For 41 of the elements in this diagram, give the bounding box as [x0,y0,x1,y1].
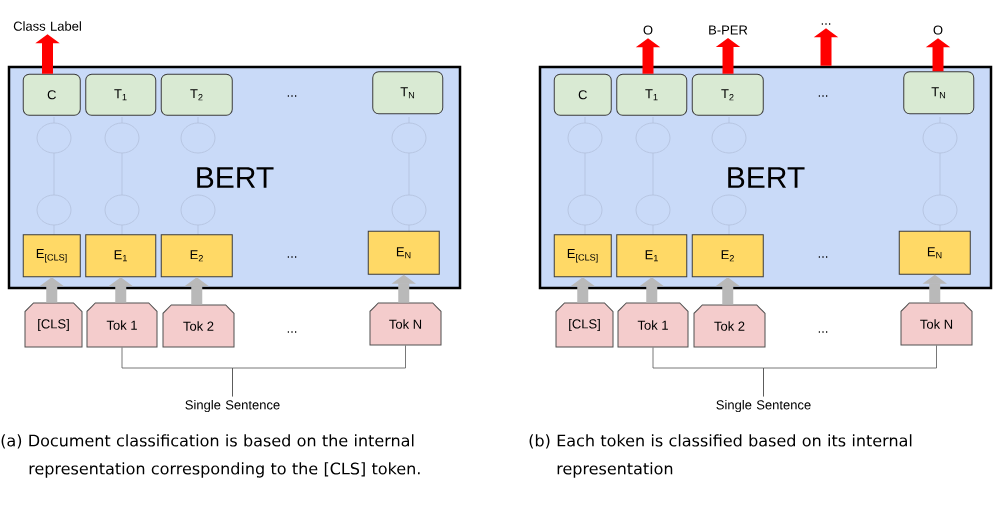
embedding-box: E$_{1}$ [616,234,688,278]
ellipsis: ... [818,331,828,333]
output-box: T$_{1}$ [616,73,688,116]
ellipsis: ... [818,256,828,258]
text-label: O [643,25,653,35]
embedding-box: E$_{N}$ [898,230,971,275]
ellipsis: ... [287,256,297,258]
embedding-box: E$_{[CLS]}$ [22,234,81,278]
token-box: Tok N [900,302,973,346]
ellipsis: ... [287,331,297,333]
token-box: Tok 2 [162,304,235,348]
embedding-box: E$_{2}$ [160,234,233,278]
embedding-box: E$_{1}$ [85,234,157,278]
text-label: ... [821,23,831,25]
output-box: T$_{N}$ [903,71,975,115]
embedding-box: E$_{2}$ [691,234,764,278]
token-box: Tok N [369,302,442,346]
caption: (a) Document classification is based on the internal representation corresponding to the [CLS] token. [1,434,420,478]
text-label: O [933,25,943,35]
bracket-line [232,345,406,397]
token-box: Tok 1 [617,302,689,348]
token-box: Tok 2 [693,304,766,348]
text-label: Single Sentence [716,399,811,413]
ellipsis: ... [287,95,297,97]
bracket-line [763,345,937,397]
text-label: Single Sentence [185,399,280,413]
embedding-box: E$_{N}$ [367,230,440,275]
text-label: Class Label [13,21,81,31]
output-box: C [553,73,612,116]
output-box: C [22,73,81,116]
caption: (b) Each token is classified based on its internal representation [529,434,912,478]
text-label: B-PER [709,25,748,35]
output-box: T$_{1}$ [85,73,157,116]
token-box: [CLS] [555,302,614,348]
token-box: [CLS] [24,302,83,348]
output-box: T$_{2}$ [691,73,764,116]
ellipsis: ... [818,95,828,97]
output-box: T$_{N}$ [372,71,444,115]
token-box: Tok 1 [86,302,158,348]
output-box: T$_{2}$ [160,73,233,116]
embedding-box: E$_{[CLS]}$ [553,234,612,278]
